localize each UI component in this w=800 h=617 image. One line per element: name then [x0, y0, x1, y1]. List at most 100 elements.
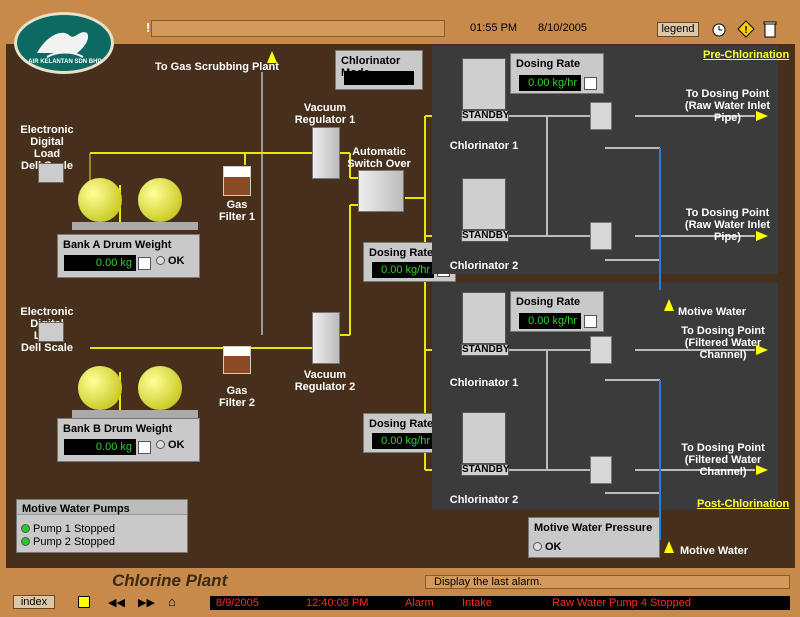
clock-date: 8/10/2005 — [538, 22, 587, 34]
pre-dest-1-label: To Dosing Point (Raw Water Inlet Pipe) — [684, 88, 771, 124]
clock-time: 01:55 PM — [470, 22, 518, 34]
gas-filter-2-label: Gas Filter 2 — [218, 385, 256, 409]
gas-filter-2 — [223, 346, 251, 374]
alarm-clock-icon[interactable] — [711, 20, 727, 38]
motive-water-1-label: Motive Water — [678, 306, 747, 318]
pre-dosing-panel: Dosing Rate 0.00 kg/hr — [510, 53, 604, 94]
vacuum-regulator-1 — [312, 127, 340, 179]
hint-text: Display the last alarm. — [434, 576, 543, 588]
right-frame — [795, 0, 800, 617]
bank-a-platform — [72, 222, 198, 230]
rewind-icon[interactable]: ◀◀ — [108, 597, 125, 609]
pre-chlorination-label: Pre-Chlorination — [703, 49, 790, 61]
dosing-left-bottom-title: Dosing Rate — [369, 418, 434, 430]
post-ejector-1 — [590, 336, 612, 364]
post-chlorinator-2-unit[interactable]: STANDBY — [461, 412, 510, 476]
motive-pumps-header — [17, 500, 187, 515]
motive-pumps-title: Motive Water Pumps — [22, 503, 130, 515]
drum-b2 — [138, 366, 182, 410]
alarm-bar[interactable] — [210, 596, 790, 610]
post-chlorination-label: Post-Chlorination — [697, 498, 790, 510]
post-chlorinator-1-unit[interactable]: STANDBY — [461, 292, 510, 356]
gas-scrub-label: To Gas Scrubbing Plant — [155, 61, 279, 73]
motive-water-1-arrow-icon — [664, 299, 674, 311]
bank-a-status-dot — [156, 256, 165, 265]
bank-a-trend-icon[interactable] — [138, 257, 151, 270]
home-icon[interactable]: ⌂ — [168, 594, 176, 609]
alarm-area: Intake — [462, 597, 492, 609]
pre-dosing-title: Dosing Rate — [516, 58, 581, 70]
motive-pressure-status: OK — [533, 541, 562, 553]
dosing-left-top-value: 0.00 kg/hr — [372, 262, 434, 278]
post-dosing-trend-icon[interactable] — [584, 315, 597, 328]
legend-button[interactable]: legend — [657, 22, 699, 37]
bank-a-status-text: OK — [168, 255, 185, 267]
plant-title: Chlorine Plant — [112, 571, 228, 590]
pump-1-text: Pump 1 Stopped — [33, 523, 115, 535]
forward-icon[interactable]: ▶▶ — [138, 597, 155, 609]
alarm-message: Raw Water Pump 4 Stopped — [552, 597, 691, 609]
auto-switch-label: Automatic Switch Over — [347, 146, 411, 170]
post-ejector-2 — [590, 456, 612, 484]
motive-pumps-panel: Motive Water Pumps Pump 1 Stopped Pump 2… — [16, 499, 188, 553]
vac-reg-2-label: Vacuum Regulator 2 — [294, 369, 356, 393]
bank-b-platform — [72, 410, 198, 418]
bank-a-value: 0.00 kg — [64, 255, 136, 271]
post-dosing-panel: Dosing Rate 0.00 kg/hr — [510, 291, 604, 332]
pre-chlorinator-1-label: Chlorinator 1 — [449, 140, 519, 152]
pre-chlorinator-2-unit[interactable]: STANDBY — [461, 178, 510, 242]
svg-text:!: ! — [744, 25, 747, 36]
bank-a-title: Bank A Drum Weight — [63, 239, 172, 251]
pre-dest-2-label: To Dosing Point (Raw Water Inlet Pipe) — [684, 207, 771, 243]
pre-ejector-2 — [590, 222, 612, 250]
drum-b1 — [78, 366, 122, 410]
pump-1-status: Pump 1 Stopped — [21, 523, 115, 535]
warning-icon[interactable]: ! — [737, 20, 755, 38]
bank-b-status-dot — [156, 440, 165, 449]
motive-pressure-status-text: OK — [545, 541, 562, 553]
chlorinator-mode-panel: Chlorinator Mode — [335, 50, 423, 90]
pre-ejector-1 — [590, 102, 612, 130]
pre-chlorinator-1-unit[interactable]: STANDBY — [461, 58, 510, 122]
pump-1-led-icon — [21, 524, 30, 533]
pump-2-text: Pump 2 Stopped — [33, 536, 115, 548]
refresh-icon[interactable] — [78, 596, 90, 608]
warning-bang: ! — [146, 20, 151, 35]
post-dest-1-label: To Dosing Point (Filtered Water Channel) — [681, 325, 765, 361]
motive-water-2-label: Motive Water — [680, 545, 749, 557]
left-frame — [0, 0, 6, 617]
pre-dest-2-arrow-icon — [756, 231, 768, 241]
gas-scrub-arrow-icon — [267, 51, 277, 63]
bank-b-trend-icon[interactable] — [138, 441, 151, 454]
vac-reg-1-label: Vacuum Regulator 1 — [294, 102, 356, 126]
vacuum-regulator-2 — [312, 312, 340, 364]
motive-water-2-arrow-icon — [664, 541, 674, 553]
company-logo: AIR KELANTAN SDN BHD — [14, 12, 114, 74]
drum-a2 — [138, 178, 182, 222]
motive-pressure-panel: Motive Water Pressure OK — [528, 517, 660, 558]
bank-a-panel: Bank A Drum Weight 0.00 kg OK — [57, 234, 200, 278]
bank-b-panel: Bank B Drum Weight 0.00 kg OK — [57, 418, 200, 462]
scale-b-device — [38, 322, 64, 342]
motive-pressure-title: Motive Water Pressure — [534, 522, 653, 534]
trash-icon[interactable] — [763, 20, 777, 38]
pre-chlorinator-2-label: Chlorinator 2 — [449, 260, 519, 272]
bank-a-status: OK — [156, 255, 185, 267]
bank-b-title: Bank B Drum Weight — [63, 423, 173, 435]
gas-filter-1 — [223, 166, 251, 196]
bank-b-status-text: OK — [168, 439, 185, 451]
chlorinator-mode-value — [344, 71, 414, 85]
pre-dosing-trend-icon[interactable] — [584, 77, 597, 90]
hint-bar: Display the last alarm. — [425, 575, 790, 589]
alarm-type: Alarm — [405, 597, 434, 609]
bank-b-value: 0.00 kg — [64, 439, 136, 455]
index-button[interactable]: index — [13, 595, 55, 609]
automatic-switch-over — [358, 170, 404, 212]
logo-emblem-icon — [20, 18, 108, 68]
pre-dest-1-arrow-icon — [756, 111, 768, 121]
post-chlorinator-2-state: STANDBY — [461, 464, 510, 476]
alarm-date: 8/9/2005 — [216, 597, 259, 609]
post-chlorinator-1-state: STANDBY — [461, 344, 510, 356]
